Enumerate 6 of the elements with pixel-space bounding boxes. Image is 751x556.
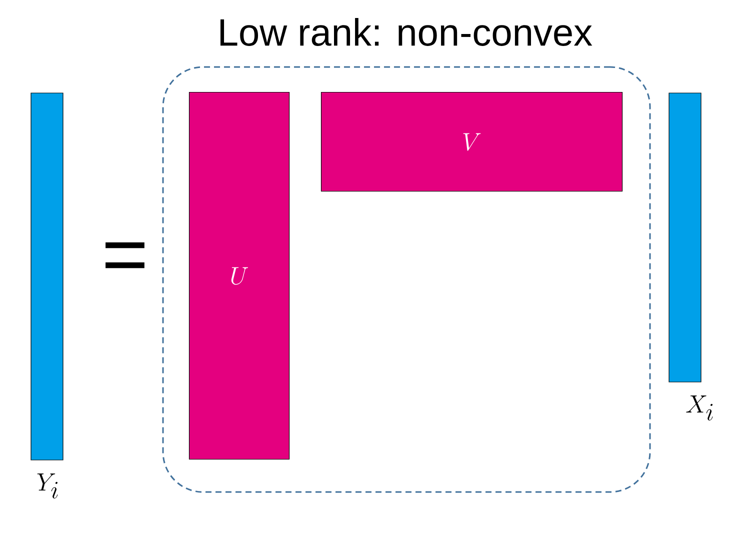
vector-label: $X_i$ (686, 396, 713, 420)
equals-sign: = (106, 242, 144, 268)
group-title: Low rank: non-convex (220, 18, 592, 46)
matrix-block: $U$ (188, 92, 290, 460)
vector-label: $Y_i$ (37, 474, 58, 498)
matrix-block: $V$ (320, 92, 623, 192)
